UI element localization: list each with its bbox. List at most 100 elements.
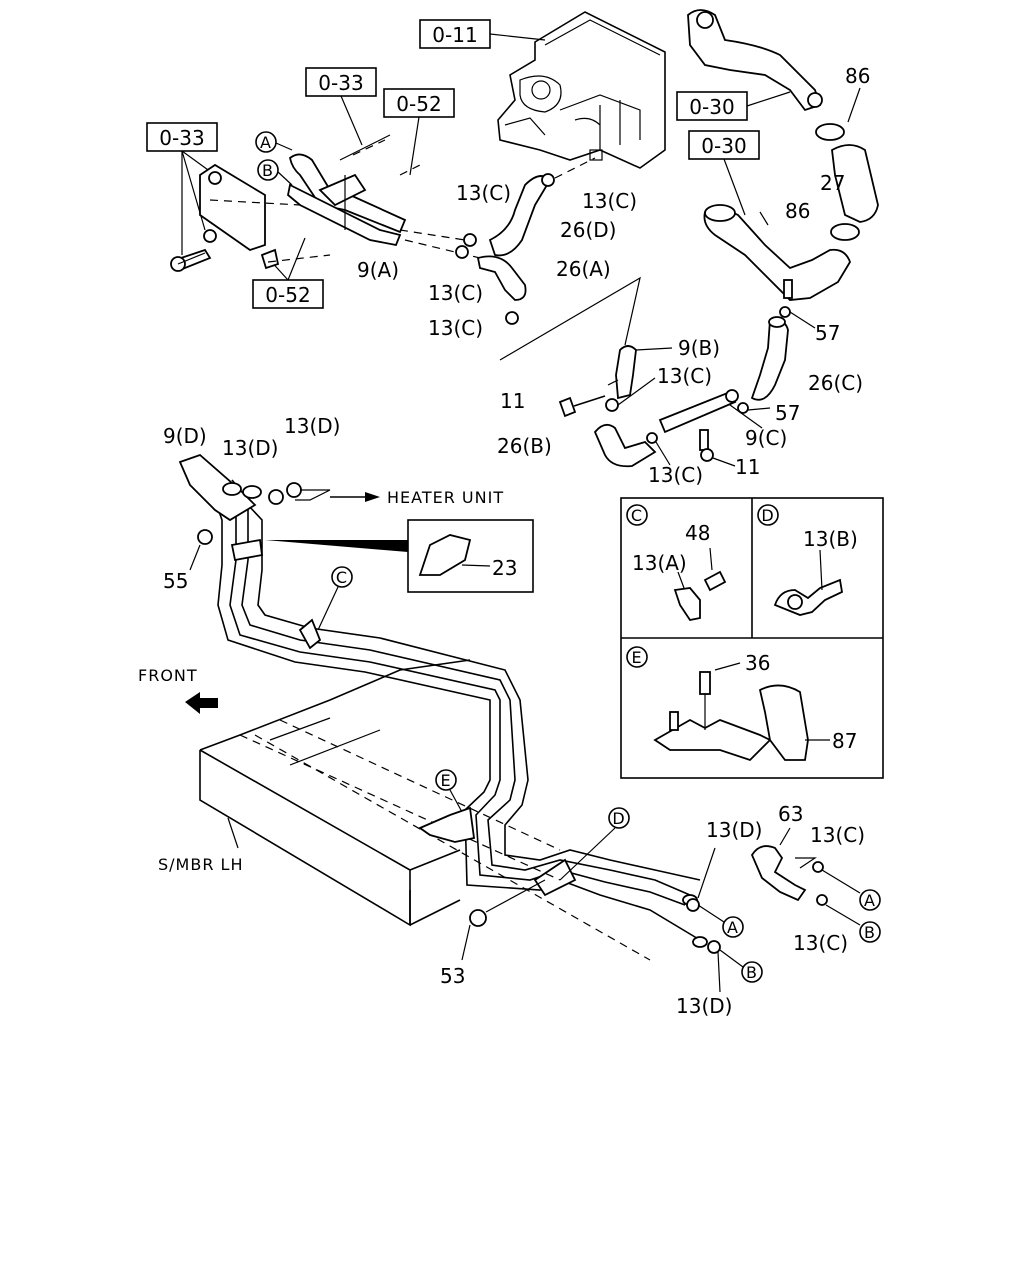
label-11: 11 (735, 455, 760, 479)
hose-26B (593, 423, 657, 468)
inset-header: E (631, 648, 642, 667)
circle-ref-E-frame: E (418, 769, 476, 843)
clamp-57-lower (737, 402, 771, 414)
circle-ref-B-upper: B (257, 159, 293, 186)
hose-63 (750, 827, 861, 926)
circle-label: A (727, 918, 739, 937)
circle-label: E (440, 771, 451, 790)
label-23: 23 (492, 556, 517, 580)
clamps-13D-lower (686, 847, 721, 993)
ref-label: 0-33 (159, 126, 204, 150)
label-9b: 9(B) (678, 336, 720, 360)
label-13c: 13(C) (810, 823, 865, 847)
nut-53 (461, 879, 546, 961)
circle-ref-B-right: B (859, 921, 881, 943)
label-26c: 26(C) (808, 371, 863, 395)
circle-label: B (746, 963, 758, 982)
label-87: 87 (832, 729, 857, 753)
label-36: 36 (745, 651, 770, 675)
clamp-13C-mid (605, 377, 656, 412)
ref-label: 0-33 (318, 71, 363, 95)
engine-block (497, 11, 666, 169)
label-13c: 13(C) (582, 189, 637, 213)
circle-ref-B-lower: B (719, 949, 763, 983)
ref-label: 0-52 (265, 283, 310, 307)
side-member-lh (199, 659, 651, 961)
label-48: 48 (685, 521, 710, 545)
ref-label: 0-52 (396, 92, 441, 116)
circle-label: C (336, 568, 348, 587)
label-57: 57 (775, 401, 800, 425)
front-arrow (185, 692, 218, 714)
clamp-86-upper (815, 87, 861, 141)
clamp-13C-lower (646, 432, 671, 466)
circle-label: B (864, 923, 876, 942)
label-13c: 13(C) (793, 931, 848, 955)
label-26d: 26(D) (560, 218, 616, 242)
label-11: 11 (500, 389, 525, 413)
label-63: 63 (778, 802, 803, 826)
heater-unit-arrow (330, 492, 380, 502)
ref-label: 0-11 (432, 23, 477, 47)
label-13d: 13(D) (222, 436, 278, 460)
ref-label: 0-30 (701, 134, 746, 158)
circle-label: D (612, 809, 625, 828)
label-9a: 9(A) (357, 258, 399, 282)
hose-26C (750, 316, 789, 401)
label-13c: 13(C) (456, 181, 511, 205)
bolt-11-left (558, 395, 606, 418)
inset-header: C (631, 506, 643, 525)
pipe-9B (607, 345, 673, 400)
water-pipe-0-30 (703, 204, 851, 301)
inset-C: C (626, 504, 727, 622)
ref-label: 0-30 (689, 95, 734, 119)
label-55: 55 (163, 569, 188, 593)
bracket-assembly-upper-left (170, 163, 331, 272)
clamp-13D-top (268, 482, 331, 505)
circle-ref-C-pipe: C (317, 566, 353, 631)
part-23-box (407, 519, 534, 593)
pipe-9A (287, 134, 421, 247)
label-26a: 26(A) (556, 257, 611, 281)
nut-55 (189, 529, 213, 571)
clamp-86-lower (830, 223, 860, 241)
label-53: 53 (440, 964, 465, 988)
clamp-57-upper (779, 306, 816, 329)
label-13c: 13(C) (428, 281, 483, 305)
label-86: 86 (845, 64, 870, 88)
ref-box-0-33-right: 0-33 (305, 67, 377, 146)
ref-box-0-52-top: 0-52 (383, 88, 455, 176)
pipe-9C (658, 389, 763, 451)
label-86: 86 (785, 199, 810, 223)
hose-26D (463, 157, 596, 257)
ref-box-0-30-top: 0-30 (676, 91, 791, 121)
label-26b: 26(B) (497, 434, 552, 458)
label-13c: 13(C) (428, 316, 483, 340)
circle-ref-A-right: A (859, 889, 881, 911)
hose-27 (831, 144, 879, 223)
label-13d: 13(D) (706, 818, 762, 842)
circle-ref-D-pipe: D (559, 807, 630, 881)
circle-label: A (260, 133, 272, 152)
label-13b: 13(B) (803, 527, 858, 551)
label-9d: 9(D) (163, 424, 207, 448)
label-13d: 13(D) (676, 994, 732, 1018)
label-27: 27 (820, 171, 845, 195)
label-13c: 13(C) (648, 463, 703, 487)
bolt-11-right (700, 448, 736, 467)
inset-header: D (761, 506, 774, 525)
hose-26A (455, 245, 527, 325)
circle-label: B (262, 161, 274, 180)
circle-ref-A-upper: A (255, 131, 293, 153)
label-9c: 9(C) (745, 426, 787, 450)
label-front: FRONT (138, 666, 198, 685)
ref-box-0-52-bottom: 0-52 (252, 237, 324, 309)
circle-ref-A-lower: A (697, 904, 744, 938)
label-smbr-lh: S/MBR LH (158, 855, 243, 874)
thermostat-housing-hose (687, 9, 823, 112)
circle-label: A (864, 891, 876, 910)
inset-E: E (626, 646, 830, 762)
part-labels: 86 27 86 13(C) 13(C) 26(D) 9(A) 26(A) 13… (138, 64, 870, 1018)
label-heater-unit: HEATER UNIT (387, 488, 504, 507)
